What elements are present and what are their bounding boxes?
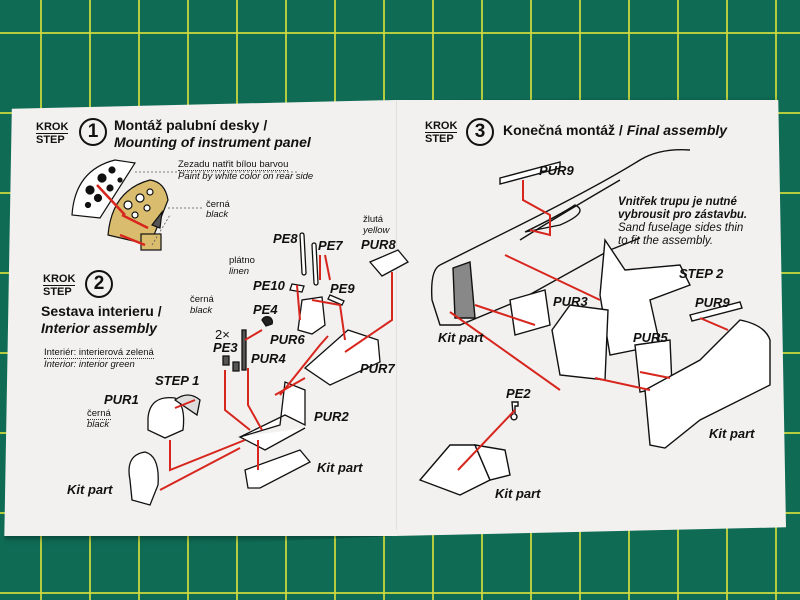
part-label-pur9-right: PUR9 — [695, 295, 730, 310]
step1-krok-label: KROK STEP — [36, 121, 69, 146]
step1-color-en: black — [206, 209, 229, 220]
part-label-pe4: PE4 — [253, 302, 278, 317]
step3-arrows — [449, 180, 729, 471]
part-label-pur4: PUR4 — [251, 351, 286, 366]
part-label-pe2: PE2 — [506, 386, 531, 401]
step1-krok-text: KROK — [36, 121, 69, 134]
step1-title-en: Mounting of instrument panel — [114, 134, 311, 150]
black-cz: černá — [190, 294, 214, 305]
step3-krok-text: KROK — [425, 120, 458, 133]
step3-note-en-2: to fit the assembly. — [618, 235, 714, 247]
part-label-pur1: PUR1 — [104, 392, 139, 407]
part-label-pe8: PE8 — [273, 231, 298, 246]
step1-color-cz: černá — [206, 199, 230, 210]
step3-fuselage-drawing — [418, 149, 771, 496]
step1-leaders — [135, 171, 298, 246]
part-label-pe7: PE7 — [318, 238, 343, 253]
kit-part-label-fuselage-right: Kit part — [709, 426, 755, 441]
part-label-pe3: PE3 — [213, 340, 238, 355]
part-label-pur6: PUR6 — [270, 332, 305, 347]
step2-note-en: Interior: interior green — [44, 359, 135, 370]
step1-title-cz: Montáž palubní desky / — [114, 117, 268, 133]
step2-title-cz: Sestava interieru / — [41, 303, 162, 319]
kit-part-label-seat-base: Kit part — [317, 460, 363, 475]
step2-title-en: Interior assembly — [41, 320, 157, 336]
step2-step-text: STEP — [43, 286, 72, 298]
kit-part-label-fuselage-left: Kit part — [438, 330, 484, 345]
step3-title-en: Final assembly — [626, 122, 728, 138]
step2-krok-label: KROK STEP — [43, 273, 76, 298]
step2-reference: STEP 2 — [679, 266, 724, 281]
part-label-pur7: PUR7 — [360, 361, 395, 376]
step3-title-cz: Konečná montáž / — [503, 122, 623, 138]
step1-note-en: Paint by white color on rear side — [178, 171, 314, 182]
part-label-pur3: PUR3 — [553, 294, 588, 309]
part-label-pe10: PE10 — [253, 278, 285, 293]
step3-title: Konečná montáž / Final assembly — [503, 122, 727, 138]
instrument-panel-drawing — [71, 159, 169, 251]
part-label-pe9: PE9 — [330, 281, 355, 296]
kit-part-label-bulkhead: Kit part — [67, 482, 113, 497]
step1-note-cz: Zezadu natřit bílou barvou — [178, 159, 289, 171]
step1-arrows — [96, 184, 149, 247]
pur1-color-cz: černá — [87, 408, 111, 420]
yellow-en: yellow — [363, 225, 390, 236]
step3-step-text: STEP — [425, 133, 454, 145]
step3-number-badge: 3 — [466, 118, 494, 146]
step3-krok-label: KROK STEP — [425, 120, 458, 145]
step2-arrows — [159, 254, 393, 491]
yellow-cz: žlutá — [363, 214, 384, 225]
step2-number-badge: 2 — [85, 270, 113, 298]
step1-reference: STEP 1 — [155, 373, 200, 388]
pur1-color-en: black — [87, 419, 110, 430]
sheet-fold-line — [396, 100, 397, 530]
step2-parts-drawing — [128, 232, 410, 506]
step3-note-cz-2: vybrousit pro zástavbu. — [618, 209, 748, 221]
part-label-pur2: PUR2 — [314, 409, 349, 424]
step3-note-cz-1: Vnitřek trupu je nutné — [618, 196, 737, 208]
linen-cz: plátno — [229, 255, 255, 266]
step1-number-badge: 1 — [79, 118, 107, 146]
part-label-pe3-qty: 2× — [215, 327, 230, 342]
step2-note-cz: Interiér: interierová zelená — [44, 347, 154, 359]
black-en: black — [190, 305, 213, 316]
kit-part-label-windscreen: Kit part — [495, 486, 541, 501]
part-label-pur8: PUR8 — [361, 237, 396, 252]
step2-krok-text: KROK — [43, 273, 76, 286]
step1-step-text: STEP — [36, 134, 65, 146]
linen-en: linen — [229, 266, 250, 277]
step3-note-en-1: Sand fuselage sides thin — [618, 222, 744, 234]
part-label-pur9-top: PUR9 — [539, 163, 574, 178]
part-label-pur5: PUR5 — [633, 330, 668, 345]
